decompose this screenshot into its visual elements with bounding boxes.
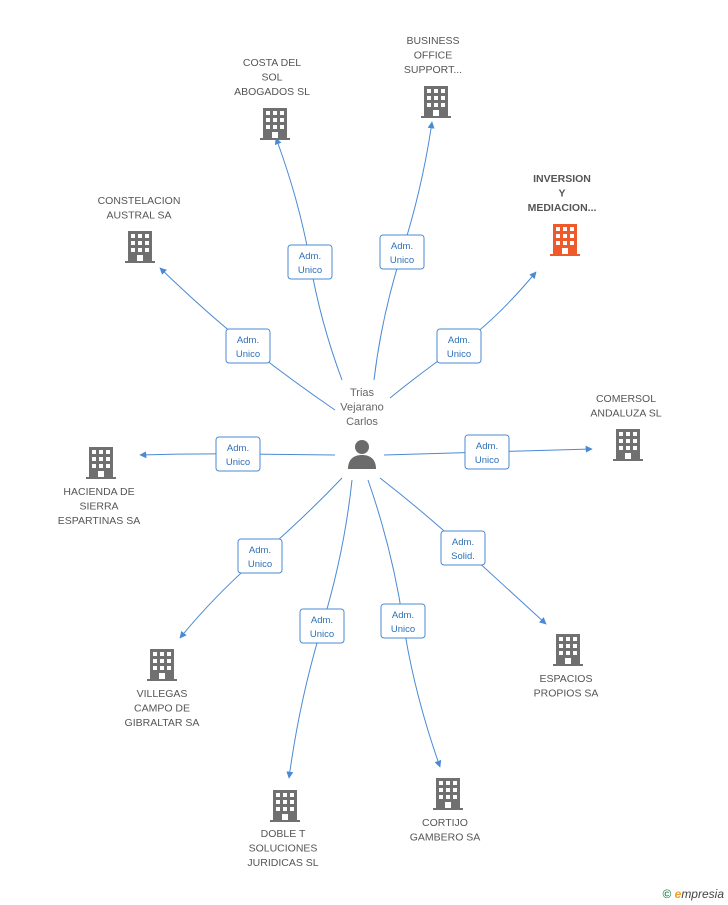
brand-initial: e	[674, 887, 682, 901]
building-icon	[433, 778, 463, 810]
company-node-inversion-mediacion[interactable]: INVERSION Y MEDIACION...	[528, 173, 597, 256]
center-name-line: Carlos	[346, 416, 378, 428]
company-label-line: SIERRA	[79, 501, 118, 513]
company-node-costa-del-sol[interactable]: COSTA DEL SOL ABOGADOS SL	[234, 57, 310, 140]
company-label-line: CONSTELACION	[98, 195, 181, 207]
building-icon	[421, 86, 451, 118]
role-text: Unico	[391, 624, 415, 635]
role-text: Unico	[226, 457, 250, 468]
role-text: Adm.	[311, 615, 333, 626]
company-label-line: SUPPORT...	[404, 64, 462, 76]
role-text: Unico	[390, 255, 414, 266]
brand-name: mpresia	[681, 887, 724, 901]
company-label-line: Y	[558, 188, 565, 200]
building-icon	[260, 108, 290, 140]
company-label-line: HACIENDA DE	[63, 486, 134, 498]
company-label-line: PROPIOS SA	[534, 688, 599, 700]
company-label-line: ABOGADOS SL	[234, 86, 310, 98]
company-node-cortijo-gambero[interactable]: CORTIJO GAMBERO SA	[410, 778, 481, 844]
role-text: Unico	[248, 559, 272, 570]
company-label-line: MEDIACION...	[528, 202, 597, 214]
role-box-comersol-andaluza[interactable]: Adm. Unico	[464, 434, 510, 470]
role-text: Unico	[310, 629, 334, 640]
brand-logo: empresia	[675, 887, 724, 901]
building-icon	[270, 790, 300, 822]
company-label-line: BUSINESS	[406, 35, 459, 47]
company-node-constelacion-austral[interactable]: CONSTELACION AUSTRAL SA	[98, 195, 181, 263]
role-box-constelacion-austral[interactable]: Adm. Unico	[225, 328, 271, 364]
company-label-line: COMERSOL	[596, 393, 656, 405]
footer-branding: © empresia	[662, 887, 724, 901]
company-node-villegas-campo[interactable]: VILLEGAS CAMPO DE GIBRALTAR SA	[125, 649, 200, 729]
role-box-cortijo-gambero[interactable]: Adm. Unico	[380, 603, 426, 639]
building-icon	[553, 634, 583, 666]
company-node-hacienda-de-sierra[interactable]: HACIENDA DE SIERRA ESPARTINAS SA	[58, 447, 140, 527]
company-label-line: SOLUCIONES	[249, 843, 318, 855]
role-box-inversion-mediacion[interactable]: Adm. Unico	[436, 328, 482, 364]
person-icon	[348, 440, 376, 469]
company-node-doble-t[interactable]: DOBLE T SOLUCIONES JURIDICAS SL	[247, 790, 319, 869]
center-name-line: Trias	[350, 387, 375, 399]
building-icon	[86, 447, 116, 479]
role-text: Unico	[298, 265, 322, 276]
company-label-line: DOBLE T	[261, 828, 306, 840]
company-label-line: COSTA DEL	[243, 57, 301, 69]
role-text: Solid.	[451, 551, 475, 562]
role-text: Adm.	[476, 441, 498, 452]
company-label-line: INVERSION	[533, 173, 591, 185]
company-node-espacios-propios[interactable]: ESPACIOS PROPIOS SA	[534, 634, 599, 700]
company-label-line: GIBRALTAR SA	[125, 717, 200, 729]
role-text: Adm.	[452, 537, 474, 548]
company-node-comersol-andaluza[interactable]: COMERSOL ANDALUZA SL	[590, 393, 662, 461]
company-node-business-office[interactable]: BUSINESS OFFICE SUPPORT...	[404, 35, 462, 118]
company-label-line: JURIDICAS SL	[247, 857, 318, 869]
role-text: Unico	[236, 349, 260, 360]
company-label-line: CORTIJO	[422, 817, 468, 829]
role-text: Adm.	[448, 335, 470, 346]
building-icon	[147, 649, 177, 681]
role-text: Adm.	[299, 251, 321, 262]
company-label-line: ANDALUZA SL	[590, 408, 661, 420]
company-label-line: ESPARTINAS SA	[58, 515, 140, 527]
center-name-line: Vejarano	[340, 402, 383, 414]
building-icon	[613, 429, 643, 461]
role-text: Adm.	[227, 443, 249, 454]
role-box-hacienda-de-sierra[interactable]: Adm. Unico	[215, 436, 261, 472]
company-label-line: SOL	[261, 72, 282, 84]
role-text: Unico	[475, 455, 499, 466]
role-box-business-office[interactable]: Adm. Unico	[379, 234, 425, 270]
role-box-villegas-campo[interactable]: Adm. Unico	[237, 538, 283, 574]
role-box-doble-t[interactable]: Adm. Unico	[299, 608, 345, 644]
copyright-symbol: ©	[662, 887, 672, 901]
company-label-line: ESPACIOS	[540, 673, 593, 685]
building-icon	[125, 231, 155, 263]
role-text: Adm.	[392, 610, 414, 621]
company-label-line: VILLEGAS	[137, 688, 188, 700]
company-label-line: CAMPO DE	[134, 703, 190, 715]
company-label-line: OFFICE	[414, 50, 453, 62]
company-label-line: AUSTRAL SA	[107, 210, 172, 222]
role-text: Adm.	[237, 335, 259, 346]
building-icon	[550, 224, 580, 256]
role-box-espacios-propios[interactable]: Adm. Solid.	[440, 530, 486, 566]
company-label-line: GAMBERO SA	[410, 832, 481, 844]
role-box-costa-del-sol[interactable]: Adm. Unico	[287, 244, 333, 280]
role-text: Adm.	[249, 545, 271, 556]
role-text: Adm.	[391, 241, 413, 252]
role-text: Unico	[447, 349, 471, 360]
